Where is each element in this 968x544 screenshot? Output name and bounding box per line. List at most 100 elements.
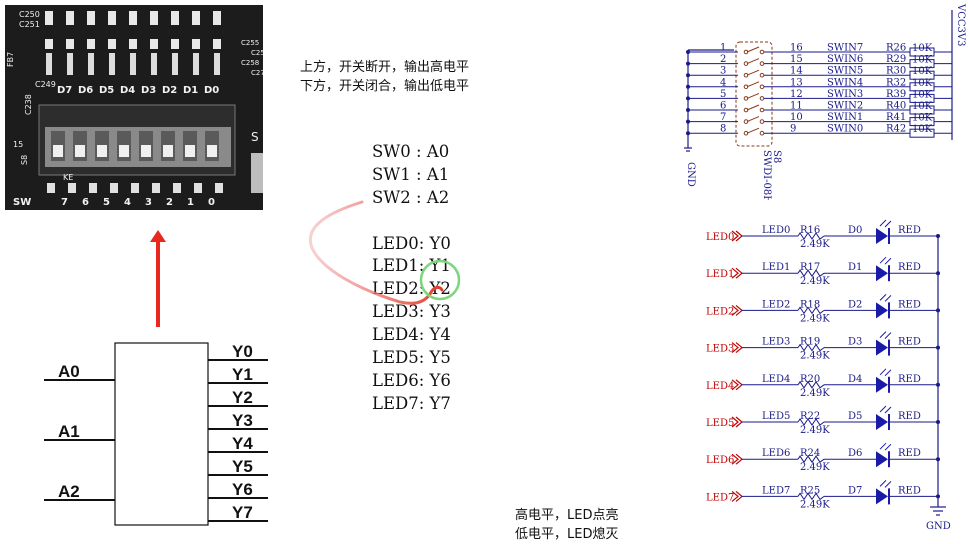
resistor-value: 10K <box>912 89 933 100</box>
smd-pad <box>173 183 181 193</box>
led-resistor-label: R18 <box>800 299 820 310</box>
led-net-label: LED0 <box>762 225 790 236</box>
junction <box>936 234 940 238</box>
board-sw-label: 4 <box>124 197 131 208</box>
board-led-label: D6 <box>78 85 93 96</box>
contact <box>759 130 765 136</box>
diode-color-label: RED <box>898 448 921 459</box>
decoder-output-label: Y3 <box>232 411 253 430</box>
led-chip <box>67 53 73 75</box>
led-chip <box>46 53 52 75</box>
resistor-zigzag <box>797 455 825 464</box>
board-led-label: D7 <box>57 85 72 96</box>
led-chip <box>130 53 136 75</box>
diode-icon <box>876 488 888 505</box>
diode-label: D7 <box>848 485 862 496</box>
switch-lever <box>746 81 760 88</box>
net-label: SWIN4 <box>827 77 863 88</box>
led-note-line-2: 低电平，LED熄灭 <box>515 527 619 542</box>
contact <box>759 61 765 66</box>
resistor-value: 10K <box>912 113 933 124</box>
smd-pad <box>152 183 160 193</box>
dip-lever <box>163 145 173 157</box>
led-resistor-value: 2.49K <box>800 313 830 324</box>
switch-vcc-label: VCC3V3 <box>955 3 966 46</box>
decoder-input-label: A1 <box>58 422 80 441</box>
emission-arrow-icon <box>879 256 887 264</box>
diode-color-label: RED <box>898 411 921 422</box>
board-label: C238 <box>24 94 33 115</box>
diode-label: D6 <box>848 448 862 459</box>
contact <box>759 49 765 55</box>
led-resistor-label: R22 <box>800 411 820 422</box>
led-net-label: LED6 <box>762 448 790 459</box>
pin-left-label: 8 <box>720 124 726 135</box>
mapping-spacer <box>372 210 451 233</box>
diode-icon <box>876 451 888 468</box>
smd-pad <box>68 183 76 193</box>
led-net-label: LED4 <box>762 374 790 385</box>
mapping-sw2: SW2 : A2 <box>372 187 450 207</box>
pin-left-label: 6 <box>720 101 726 112</box>
board-photo: C250C251FB7C249C238C255C256C258C271D7D6D… <box>5 5 263 210</box>
emission-arrow-icon <box>884 406 892 414</box>
led-resistor-label: R25 <box>800 485 820 496</box>
resistor-label: R42 <box>886 124 906 135</box>
resistor-zigzag <box>797 492 825 501</box>
emission-arrow-icon <box>884 332 892 339</box>
pin-right-label: 16 <box>790 43 803 54</box>
pin-mapping-list: SW0 : A0 SW1 : A1 SW2 : A2 LED0: Y0 LED1… <box>372 141 451 416</box>
pin-left-label: 1 <box>720 43 726 54</box>
decoder-output-label: Y5 <box>232 457 253 476</box>
board-label: C271 <box>251 69 263 77</box>
resistor-zigzag <box>797 380 825 389</box>
switch-lever <box>746 69 760 76</box>
pin-left-label: 7 <box>720 112 726 123</box>
smd-pad <box>108 11 116 25</box>
emission-arrow-icon <box>879 331 887 338</box>
board-led-label: D0 <box>204 85 219 96</box>
emission-arrow-icon <box>884 295 892 302</box>
smd-pad <box>108 39 116 49</box>
dip-lever <box>97 145 107 157</box>
resistor-label: R41 <box>886 112 906 123</box>
smd-pad <box>213 39 221 49</box>
led-gnd-label: GND <box>926 521 951 532</box>
board-label: S <box>251 130 259 144</box>
diode-icon <box>876 339 888 356</box>
led-net-label: LED3 <box>762 337 790 348</box>
board-sw-label: 7 <box>61 197 68 208</box>
board-led-label: D2 <box>162 85 177 96</box>
board-sw-label: 0 <box>208 197 215 208</box>
resistor-zigzag <box>797 232 825 240</box>
junction <box>936 271 940 276</box>
smd-pad <box>215 183 223 193</box>
junction <box>936 382 940 387</box>
contact <box>759 107 765 113</box>
mapping-sw1: SW1 : A1 <box>372 164 450 184</box>
dip-lever <box>141 145 151 157</box>
switch-lever <box>746 92 760 99</box>
resistor-zigzag <box>797 269 825 278</box>
dip-lever <box>185 145 195 157</box>
led-net-label: LED5 <box>762 411 790 422</box>
diode-color-label: RED <box>898 485 921 496</box>
smd-pad <box>171 39 179 49</box>
led-resistor-value: 2.49K <box>800 239 830 250</box>
board-led-label: D1 <box>183 85 198 96</box>
pin-left-label: 3 <box>720 66 726 77</box>
emission-arrow-icon <box>879 368 887 376</box>
resistor-label: R29 <box>886 54 906 65</box>
smd-pad <box>45 39 53 49</box>
smd-pad <box>110 183 118 193</box>
dip-lever <box>53 145 63 157</box>
led-note-line-1: 高电平，LED点亮 <box>515 508 619 523</box>
switch-lever <box>746 46 760 53</box>
emission-arrow-icon <box>879 405 887 413</box>
led-chip <box>88 53 94 75</box>
board-sw-label: 3 <box>145 197 152 208</box>
smd-pad <box>150 39 158 49</box>
